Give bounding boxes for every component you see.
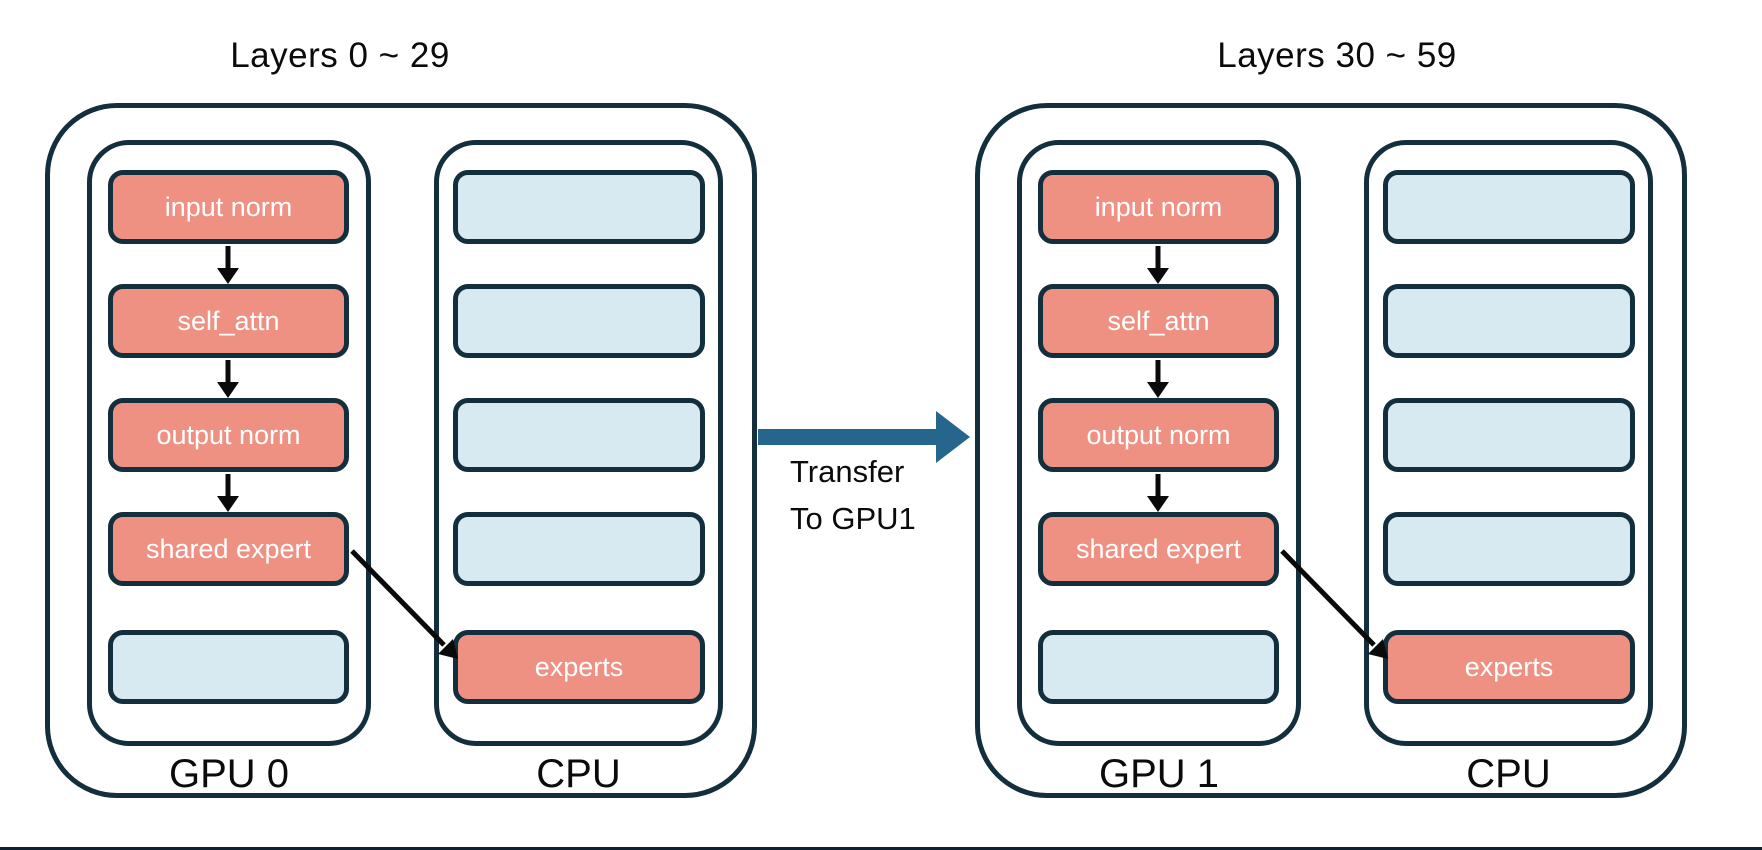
- block-input-norm: input norm: [1038, 170, 1279, 244]
- right-group-title: Layers 30 ~ 59: [1217, 36, 1457, 75]
- slide-bottom-edge: [0, 847, 1762, 850]
- block-self-attn: self_attn: [108, 284, 349, 358]
- cpu-label-left: CPU: [536, 752, 621, 796]
- block-self-attn: self_attn: [1038, 284, 1279, 358]
- block-output-norm: output norm: [108, 398, 349, 472]
- block-empty-cpu: [1383, 170, 1635, 244]
- block-empty-gpu: [1038, 630, 1279, 704]
- block-shared-expert: shared expert: [1038, 512, 1279, 586]
- block-experts: experts: [453, 630, 705, 704]
- block-output-norm: output norm: [1038, 398, 1279, 472]
- block-empty-gpu: [108, 630, 349, 704]
- layer-group-0-29: input norm self_attn output norm shared …: [45, 103, 757, 798]
- block-empty-cpu: [453, 284, 705, 358]
- transfer-label: Transfer To GPU1: [790, 448, 916, 542]
- left-group-title: Layers 0 ~ 29: [230, 36, 450, 75]
- block-empty-cpu: [1383, 284, 1635, 358]
- block-empty-cpu: [1383, 512, 1635, 586]
- transfer-label-line2: To GPU1: [790, 501, 916, 536]
- layer-group-30-59: input norm self_attn output norm shared …: [975, 103, 1687, 798]
- block-empty-cpu: [453, 398, 705, 472]
- block-shared-expert: shared expert: [108, 512, 349, 586]
- cpu-label-right: CPU: [1466, 752, 1551, 796]
- block-empty-cpu: [1383, 398, 1635, 472]
- block-empty-cpu: [453, 170, 705, 244]
- block-input-norm: input norm: [108, 170, 349, 244]
- transfer-label-line1: Transfer: [790, 454, 905, 489]
- gpu1-label: GPU 1: [1098, 752, 1220, 796]
- block-empty-cpu: [453, 512, 705, 586]
- gpu0-label: GPU 0: [168, 752, 290, 796]
- block-experts: experts: [1383, 630, 1635, 704]
